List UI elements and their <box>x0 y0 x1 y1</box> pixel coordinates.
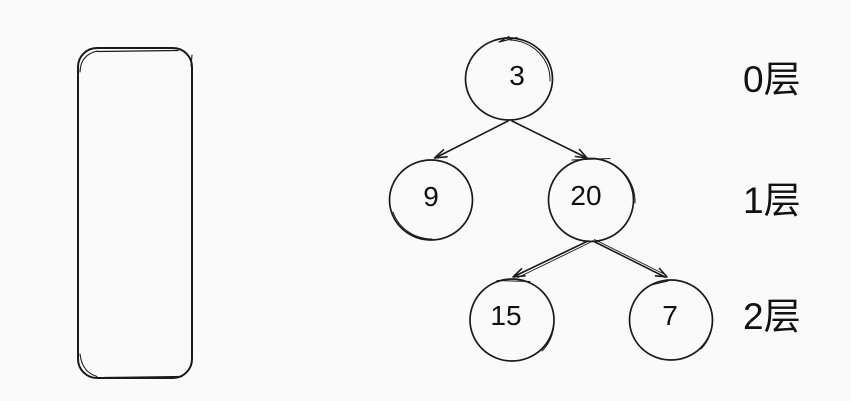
sketch-artifact <box>392 211 433 240</box>
arrowhead <box>512 268 526 278</box>
rounded-rectangle <box>77 47 193 379</box>
node-value: 3 <box>509 60 525 91</box>
arrowhead <box>654 267 668 278</box>
node-value: 7 <box>662 300 678 331</box>
edge-3-20 <box>511 120 588 159</box>
sketch-artifact <box>190 54 193 67</box>
sketch-artifact <box>594 239 667 276</box>
sketch-artifact <box>79 353 98 378</box>
sketch-artifact <box>571 158 611 161</box>
node-circle <box>464 37 554 121</box>
empty-rectangle-shape <box>77 47 193 379</box>
tree-node-7: 7 <box>628 279 714 361</box>
node-value: 20 <box>570 180 601 211</box>
level-labels: 0层 1层 2层 <box>743 59 801 337</box>
sketch-artifact <box>700 315 713 350</box>
node-circle <box>547 157 635 243</box>
tree-node-9: 9 <box>388 159 474 241</box>
node-circle <box>388 159 474 241</box>
arrowhead <box>433 149 448 159</box>
node-value: 9 <box>423 181 439 212</box>
edge-20-15 <box>512 240 591 278</box>
tree-nodes: 3 9 20 15 <box>388 35 714 362</box>
level-label-1: 1层 <box>743 180 801 221</box>
level-label-2: 2层 <box>743 296 801 337</box>
node-value: 15 <box>490 300 521 331</box>
tree-node-20: 20 <box>547 157 636 243</box>
sketch-artifact <box>79 50 98 73</box>
sketch-artifact <box>496 280 531 282</box>
level-label-0: 0层 <box>743 59 801 100</box>
sketch-artifact <box>541 315 555 352</box>
sketch-artifact <box>96 49 179 53</box>
sketch-artifact <box>517 242 591 278</box>
sketch-artifact <box>509 39 551 82</box>
sketch-artifact <box>650 280 669 286</box>
tree-node-15: 15 <box>469 278 555 362</box>
edge-20-7 <box>592 239 668 278</box>
sketch-artifact <box>498 35 518 43</box>
edge-3-9 <box>433 120 509 159</box>
sketch-artifact <box>103 375 183 379</box>
sketch-artifact <box>591 158 636 204</box>
tree-node-3: 3 <box>464 35 554 121</box>
tree-edges <box>433 120 668 278</box>
